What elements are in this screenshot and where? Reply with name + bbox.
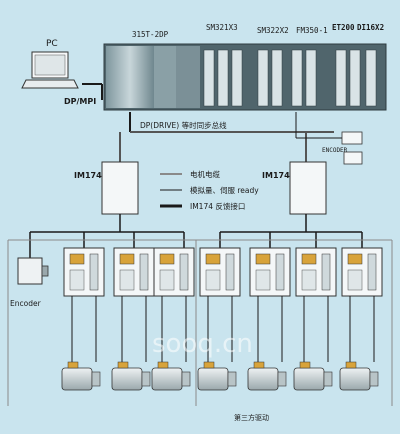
feedback-wiring — [29, 214, 363, 258]
pc-label: PC — [46, 39, 58, 49]
servo-drives — [63, 247, 383, 297]
legend-analog-ready: 模拟量、伺服 ready — [190, 185, 259, 195]
module-et200-label: ET200 — [332, 23, 355, 32]
module-sm322-label: SM322X2 — [257, 26, 289, 35]
servo-motors — [61, 361, 379, 391]
encoder-top-box-2 — [343, 151, 363, 165]
servo-motor-icon — [247, 361, 287, 391]
cpu-front — [176, 46, 200, 108]
cpu-module — [154, 46, 176, 108]
servo-motor-icon — [339, 361, 379, 391]
im174-left-label: IM174 — [74, 171, 102, 180]
encoder-left-label: Encoder — [10, 299, 42, 308]
bus-label: DP(DRIVE) 等时同步总线 — [140, 120, 227, 130]
im174-left-box — [101, 161, 139, 215]
power-supply-module — [106, 46, 154, 108]
im174-right-label: IM174 — [262, 171, 290, 180]
io-modules — [203, 49, 377, 107]
legend-im174-feedback: IM174 反馈接口 — [190, 201, 245, 211]
servo-motor-icon — [293, 361, 333, 391]
module-sm321-label: SM321X3 — [206, 23, 238, 32]
im174-right-box — [289, 161, 327, 215]
servo-drive-icon — [113, 247, 155, 297]
servo-drive-icon — [249, 247, 291, 297]
module-fm350-label: FM350-1 — [296, 26, 328, 35]
encoder-top-label: ENCODER — [322, 147, 348, 154]
watermark: sooq.cn — [152, 329, 253, 359]
cpu-label: 315T-2DP — [132, 30, 169, 39]
third-party-drive-label: 第三方驱动 — [234, 413, 269, 422]
encoder-left-icon — [17, 257, 49, 285]
motor-cables — [71, 296, 375, 362]
servo-motor-icon — [197, 361, 237, 391]
servo-motor-icon — [61, 361, 101, 391]
servo-drive-icon — [199, 247, 241, 297]
legend-motor-cable: 电机电缆 — [190, 169, 220, 179]
servo-motor-icon — [151, 361, 191, 391]
dp-mpi-label: DP/MPI — [64, 97, 96, 106]
servo-drive-icon — [295, 247, 337, 297]
servo-drive-icon — [63, 247, 105, 297]
plc-rack — [103, 43, 387, 111]
module-di16-label: DI16X2 — [357, 23, 384, 32]
servo-drive-icon — [341, 247, 383, 297]
servo-motor-icon — [111, 361, 151, 391]
servo-drive-icon — [153, 247, 195, 297]
outer-frame — [7, 239, 393, 406]
pc-laptop-icon — [21, 51, 79, 89]
encoder-top-box — [341, 131, 363, 145]
legend: 电机电缆 模拟量、伺服 ready IM174 反馈接口 — [160, 169, 259, 211]
